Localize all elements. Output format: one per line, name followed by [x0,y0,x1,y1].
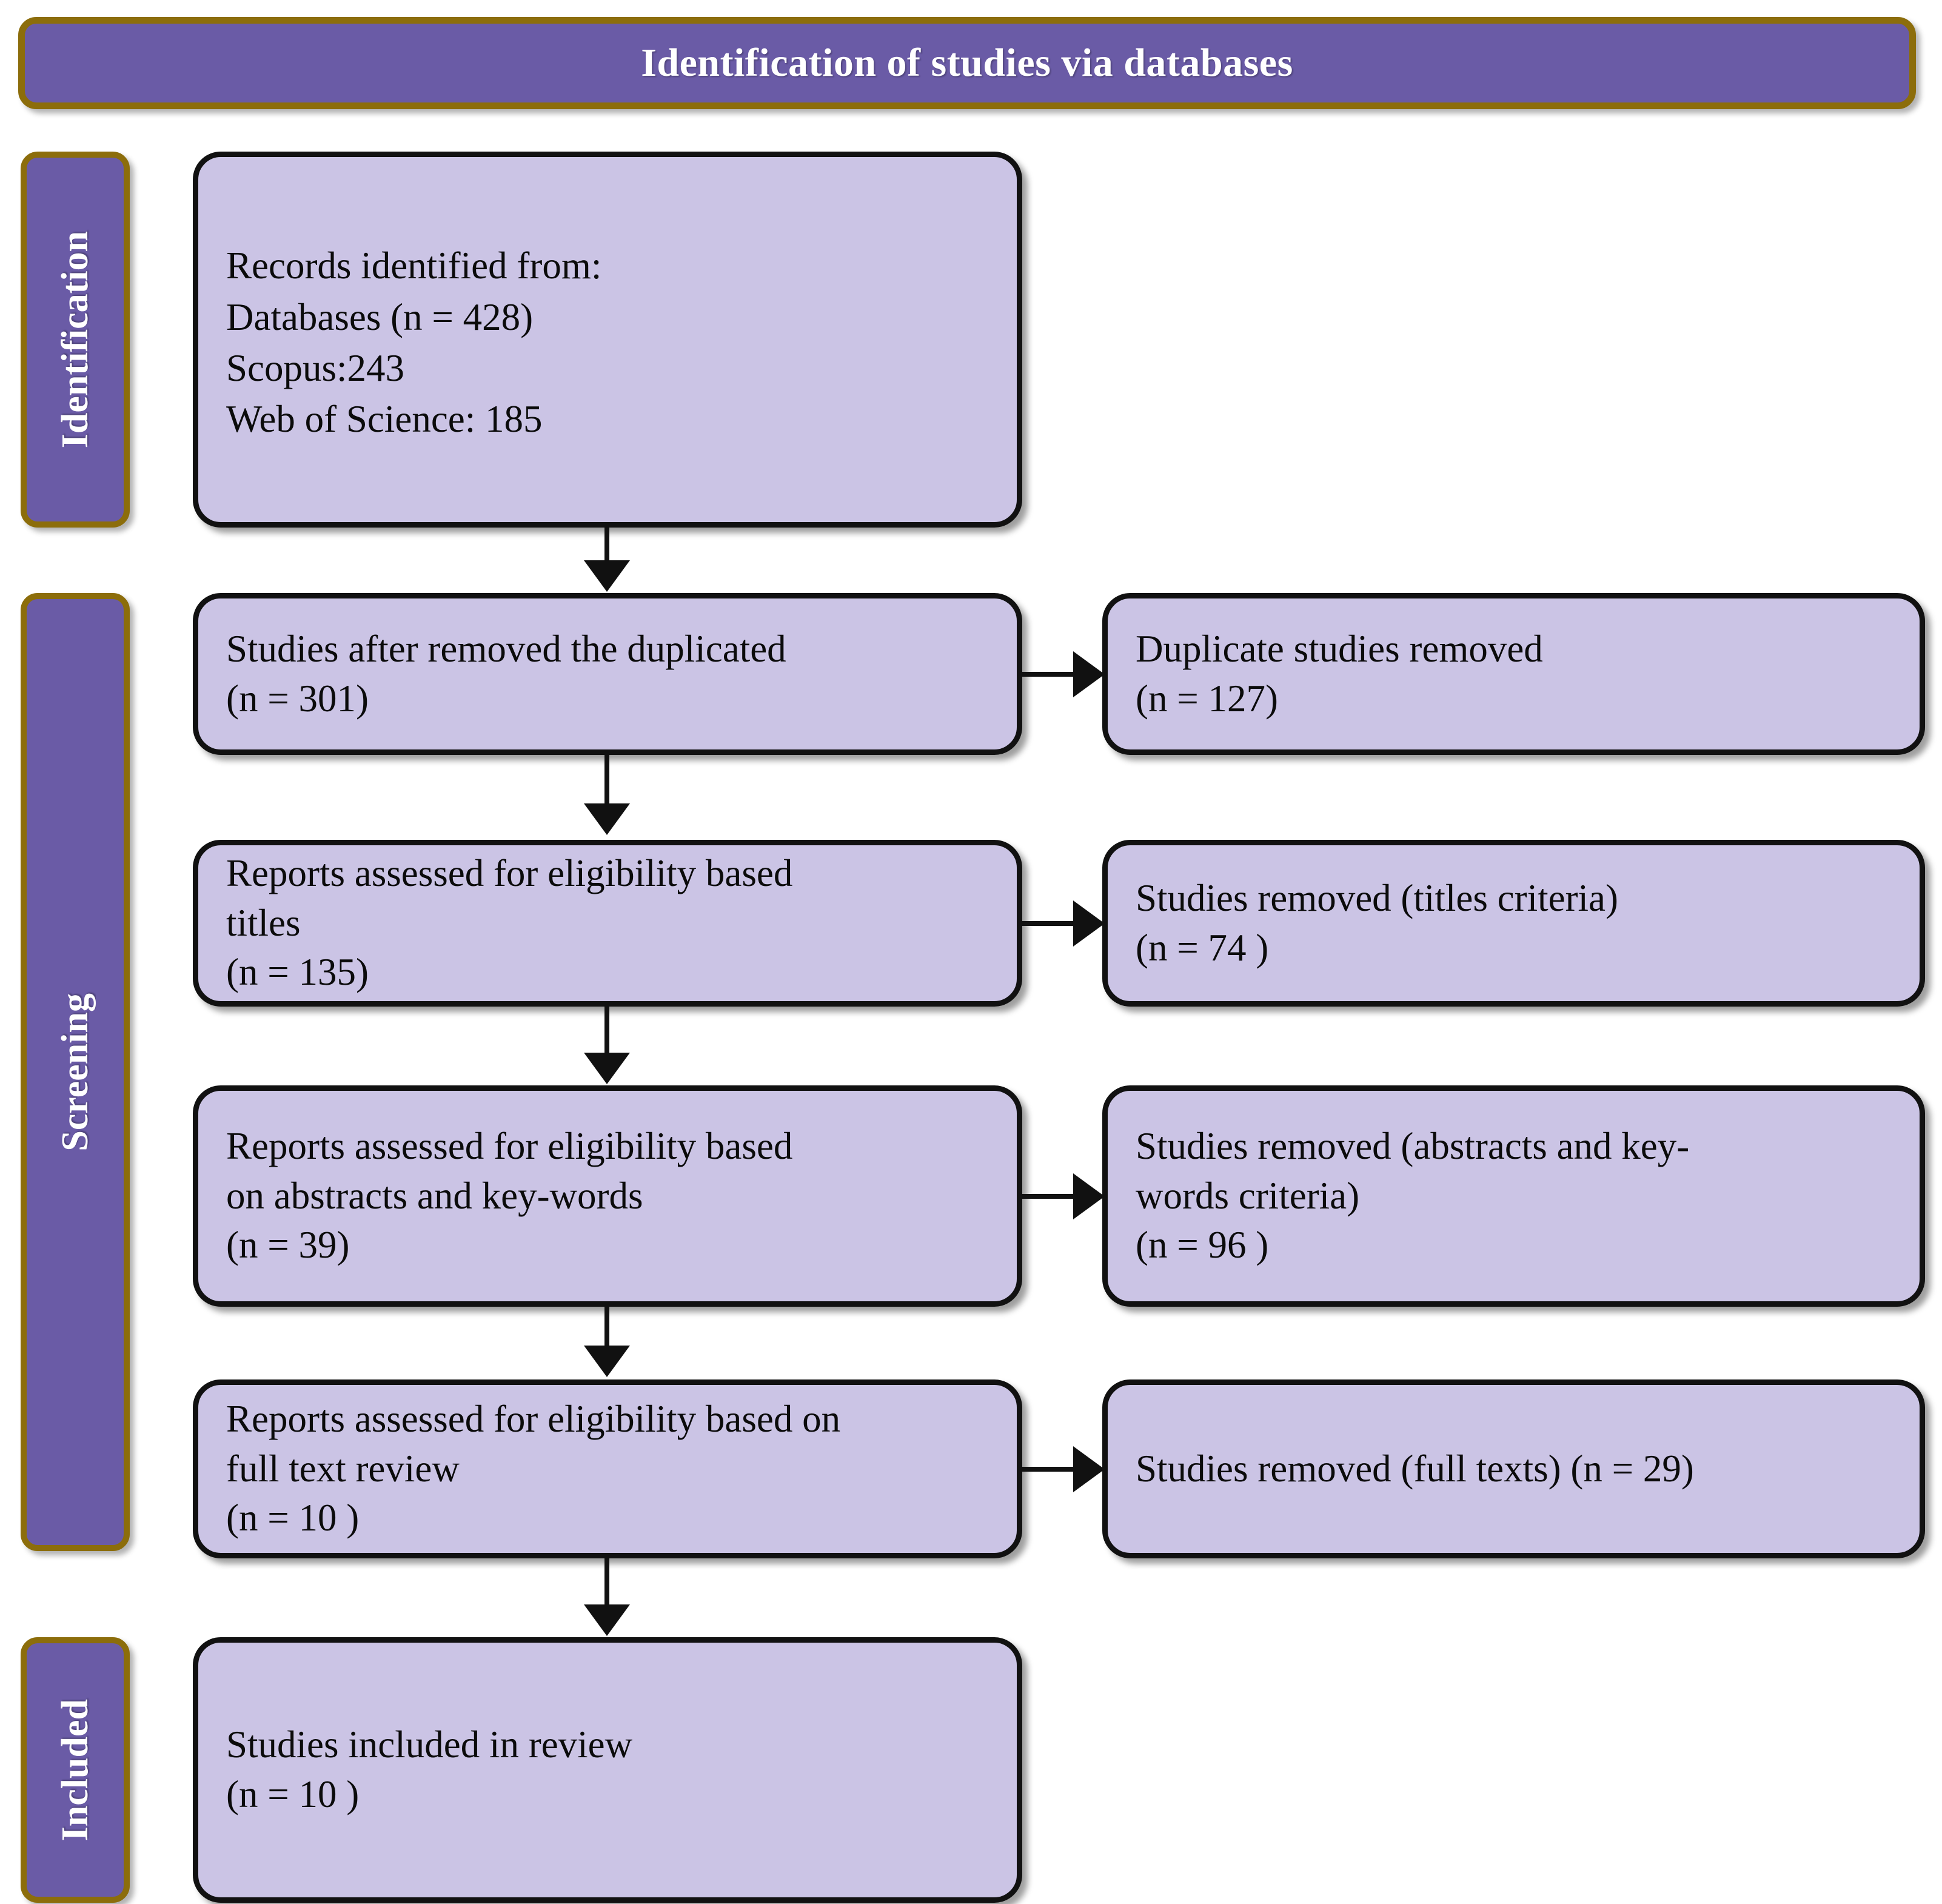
flow-box-line: (n = 10 ) [226,1497,360,1540]
flow-box-studies-removed-fulltexts: Studies removed (full texts) (n = 29) [1102,1379,1925,1558]
page-title: Identification of studies via databases [641,41,1293,85]
flow-box-line: (n = 127) [1136,677,1278,720]
flow-box-line: (n = 301) [226,677,369,720]
flow-box-line: Studies removed (abstracts and key- [1136,1124,1690,1167]
flow-box-line: titles [226,901,301,944]
connector-line-abstracts-to-abstractsremoved [1022,1194,1083,1199]
stage-label-included: Included [21,1637,130,1903]
stage-label-screening: Screening [21,593,130,1551]
connector-line-deduped-to-dupremoved [1022,672,1083,677]
flow-box-assessed-abstracts: Reports assessed for eligibility based o… [193,1085,1022,1307]
stage-label-identification: Identification [21,152,130,528]
connector-line-titles-to-titlesremoved [1022,921,1083,926]
flow-box-line: Records identified from: [226,244,602,287]
flow-box-line: (n = 10 ) [226,1773,360,1815]
arrow-head-down-icon [584,1346,630,1377]
flow-box-studies-removed-abstracts: Studies removed (abstracts and key- word… [1102,1085,1925,1307]
flow-box-line: Reports assessed for eligibility based o… [226,1397,841,1440]
flow-box-line: Scopus:243 [226,347,405,389]
flow-box-studies-removed-titles: Studies removed (titles criteria) (n = 7… [1102,840,1925,1007]
flow-box-line: Duplicate studies removed [1136,627,1543,670]
flow-box-line: (n = 135) [226,951,369,994]
flow-box-line: Studies included in review [226,1723,633,1766]
arrow-head-right-icon [1073,900,1105,947]
flow-box-line: full text review [226,1447,460,1490]
flow-box-duplicate-studies-removed: Duplicate studies removed (n = 127) [1102,593,1925,755]
connector-line-fulltext-to-fulltextremoved [1022,1467,1083,1472]
arrow-head-right-icon [1073,1446,1105,1492]
flow-box-studies-after-dedup: Studies after removed the duplicated (n … [193,593,1022,755]
connector-line-titles-to-abstracts [604,1007,609,1054]
flow-box-line: Studies removed (full texts) (n = 29) [1136,1447,1694,1490]
connector-line-fulltext-to-included [604,1558,609,1606]
stage-label-text: Identification [54,230,96,449]
arrow-head-right-icon [1073,1173,1105,1219]
flow-box-line: Databases (n = 428) [226,295,534,338]
flow-box-line: (n = 96 ) [1136,1224,1269,1267]
stage-label-text: Included [54,1698,96,1842]
arrow-head-right-icon [1073,651,1105,697]
flow-box-line: words criteria) [1136,1174,1360,1217]
arrow-head-down-icon [584,1604,630,1636]
flow-box-records-identified: Records identified from: Databases (n = … [193,152,1022,528]
arrow-head-down-icon [584,560,630,592]
flow-box-line: (n = 74 ) [1136,926,1269,969]
flow-box-line: Web of Science: 185 [226,398,543,441]
flow-box-assessed-fulltext: Reports assessed for eligibility based o… [193,1379,1022,1558]
stage-label-text: Screening [54,993,96,1151]
flow-box-line: Studies after removed the duplicated [226,627,786,670]
flow-box-line: (n = 39) [226,1224,350,1267]
connector-line-identified-to-deduped [604,528,609,563]
flow-box-assessed-titles: Reports assessed for eligibility based t… [193,840,1022,1007]
connector-line-abstracts-to-fulltext [604,1307,609,1347]
flow-box-line: Reports assessed for eligibility based [226,851,793,894]
connector-line-deduped-to-titles [604,755,609,805]
header-banner: Identification of studies via databases [18,17,1916,109]
flow-box-line: Reports assessed for eligibility based [226,1124,793,1167]
flow-box-line: Studies removed (titles criteria) [1136,876,1618,919]
arrow-head-down-icon [584,803,630,835]
flow-box-studies-included: Studies included in review (n = 10 ) [193,1637,1022,1903]
arrow-head-down-icon [584,1053,630,1084]
flow-box-line: on abstracts and key-words [226,1174,643,1217]
